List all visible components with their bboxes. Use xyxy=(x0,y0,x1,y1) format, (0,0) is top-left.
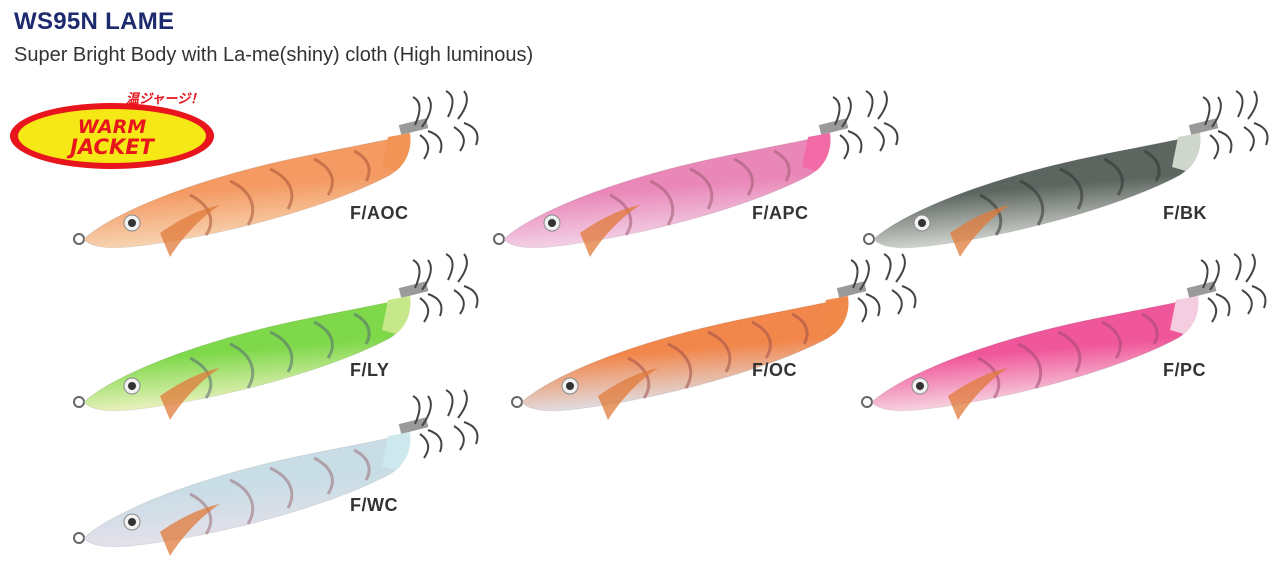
lure-code-label: F/BK xyxy=(1163,203,1207,223)
squid-jig-icon xyxy=(73,389,479,556)
lure-f-apc[interactable] xyxy=(490,90,910,275)
lure-code-label: F/AOC xyxy=(350,203,409,223)
squid-jig-icon xyxy=(73,253,479,420)
svg-text:JACKET: JACKET xyxy=(66,135,155,159)
page-subtitle: Super Bright Body with La-me(shiny) clot… xyxy=(14,44,534,66)
lure-f-aoc[interactable] xyxy=(70,90,490,275)
squid-jig-icon xyxy=(863,90,1269,257)
lure-f-oc[interactable] xyxy=(508,253,928,438)
svg-text:WARM: WARM xyxy=(78,116,147,138)
lure-code-label: F/LY xyxy=(350,360,390,380)
lure-code-label: F/OC xyxy=(752,360,797,380)
page-title: WS95N LAME xyxy=(14,8,175,35)
squid-jig-icon xyxy=(493,90,899,257)
lure-code-label: F/WC xyxy=(350,495,398,515)
lure-code-label: F/PC xyxy=(1163,360,1207,380)
lure-f-ly[interactable] xyxy=(70,253,490,438)
warm-jacket-logo: 温ジャージ！ WARM JACKET xyxy=(8,86,223,172)
lure-f-bk[interactable] xyxy=(860,90,1280,275)
lure-f-wc[interactable] xyxy=(70,389,490,574)
lure-code-label: F/APC xyxy=(752,203,809,223)
svg-text:温ジャージ！: 温ジャージ！ xyxy=(126,91,203,107)
squid-jig-icon xyxy=(511,253,917,420)
squid-jig-icon xyxy=(861,253,1267,420)
squid-jig-icon xyxy=(73,90,479,257)
lure-f-pc[interactable] xyxy=(858,253,1278,438)
